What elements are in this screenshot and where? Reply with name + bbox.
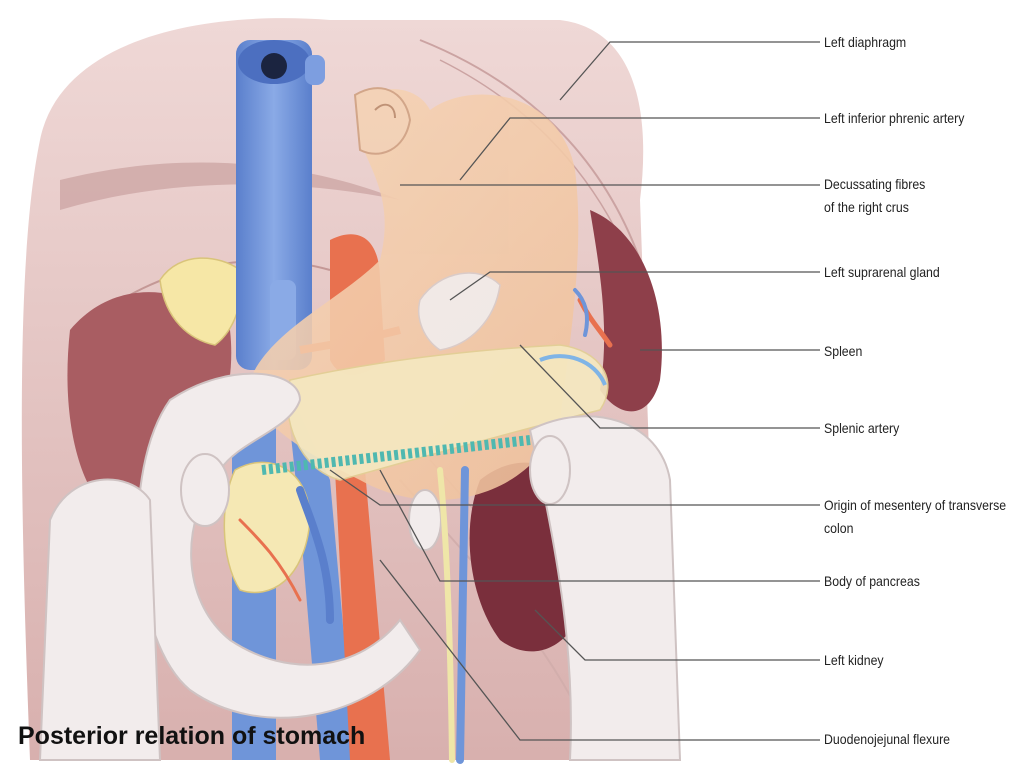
vessels: [238, 288, 613, 764]
figure-caption: Posterior relation of stomach: [18, 722, 366, 750]
spleen-shape: [590, 210, 662, 412]
label-left-inferior-phrenic-artery: Left inferior phrenic artery: [824, 110, 965, 126]
colon: [38, 372, 682, 761]
label-body-of-pancreas: Body of pancreas: [824, 573, 920, 589]
label-left-suprarenal-gland: Left suprarenal gland: [824, 264, 940, 280]
label-left-diaphragm: Left diaphragm: [824, 34, 907, 50]
pancreas: [223, 344, 609, 594]
label-decussating-fibres-line2: of the right crus: [824, 199, 909, 215]
label-duodenojejunal-flexure: Duodenojejunal flexure: [824, 731, 951, 747]
leader-lines: [329, 41, 820, 741]
label-origin-mesentery-line2: colon: [824, 520, 854, 536]
label-origin-mesentery: Origin of mesentery of transverse: [824, 497, 1007, 513]
left-suprarenal-gland-shape: [418, 272, 501, 351]
label-left-kidney: Left kidney: [824, 652, 884, 668]
label-splenic-artery: Splenic artery: [824, 420, 900, 436]
label-decussating-fibres: Decussating fibres: [824, 176, 926, 192]
label-spleen: Spleen: [824, 343, 863, 359]
mesentery-origin-line: [261, 435, 531, 475]
